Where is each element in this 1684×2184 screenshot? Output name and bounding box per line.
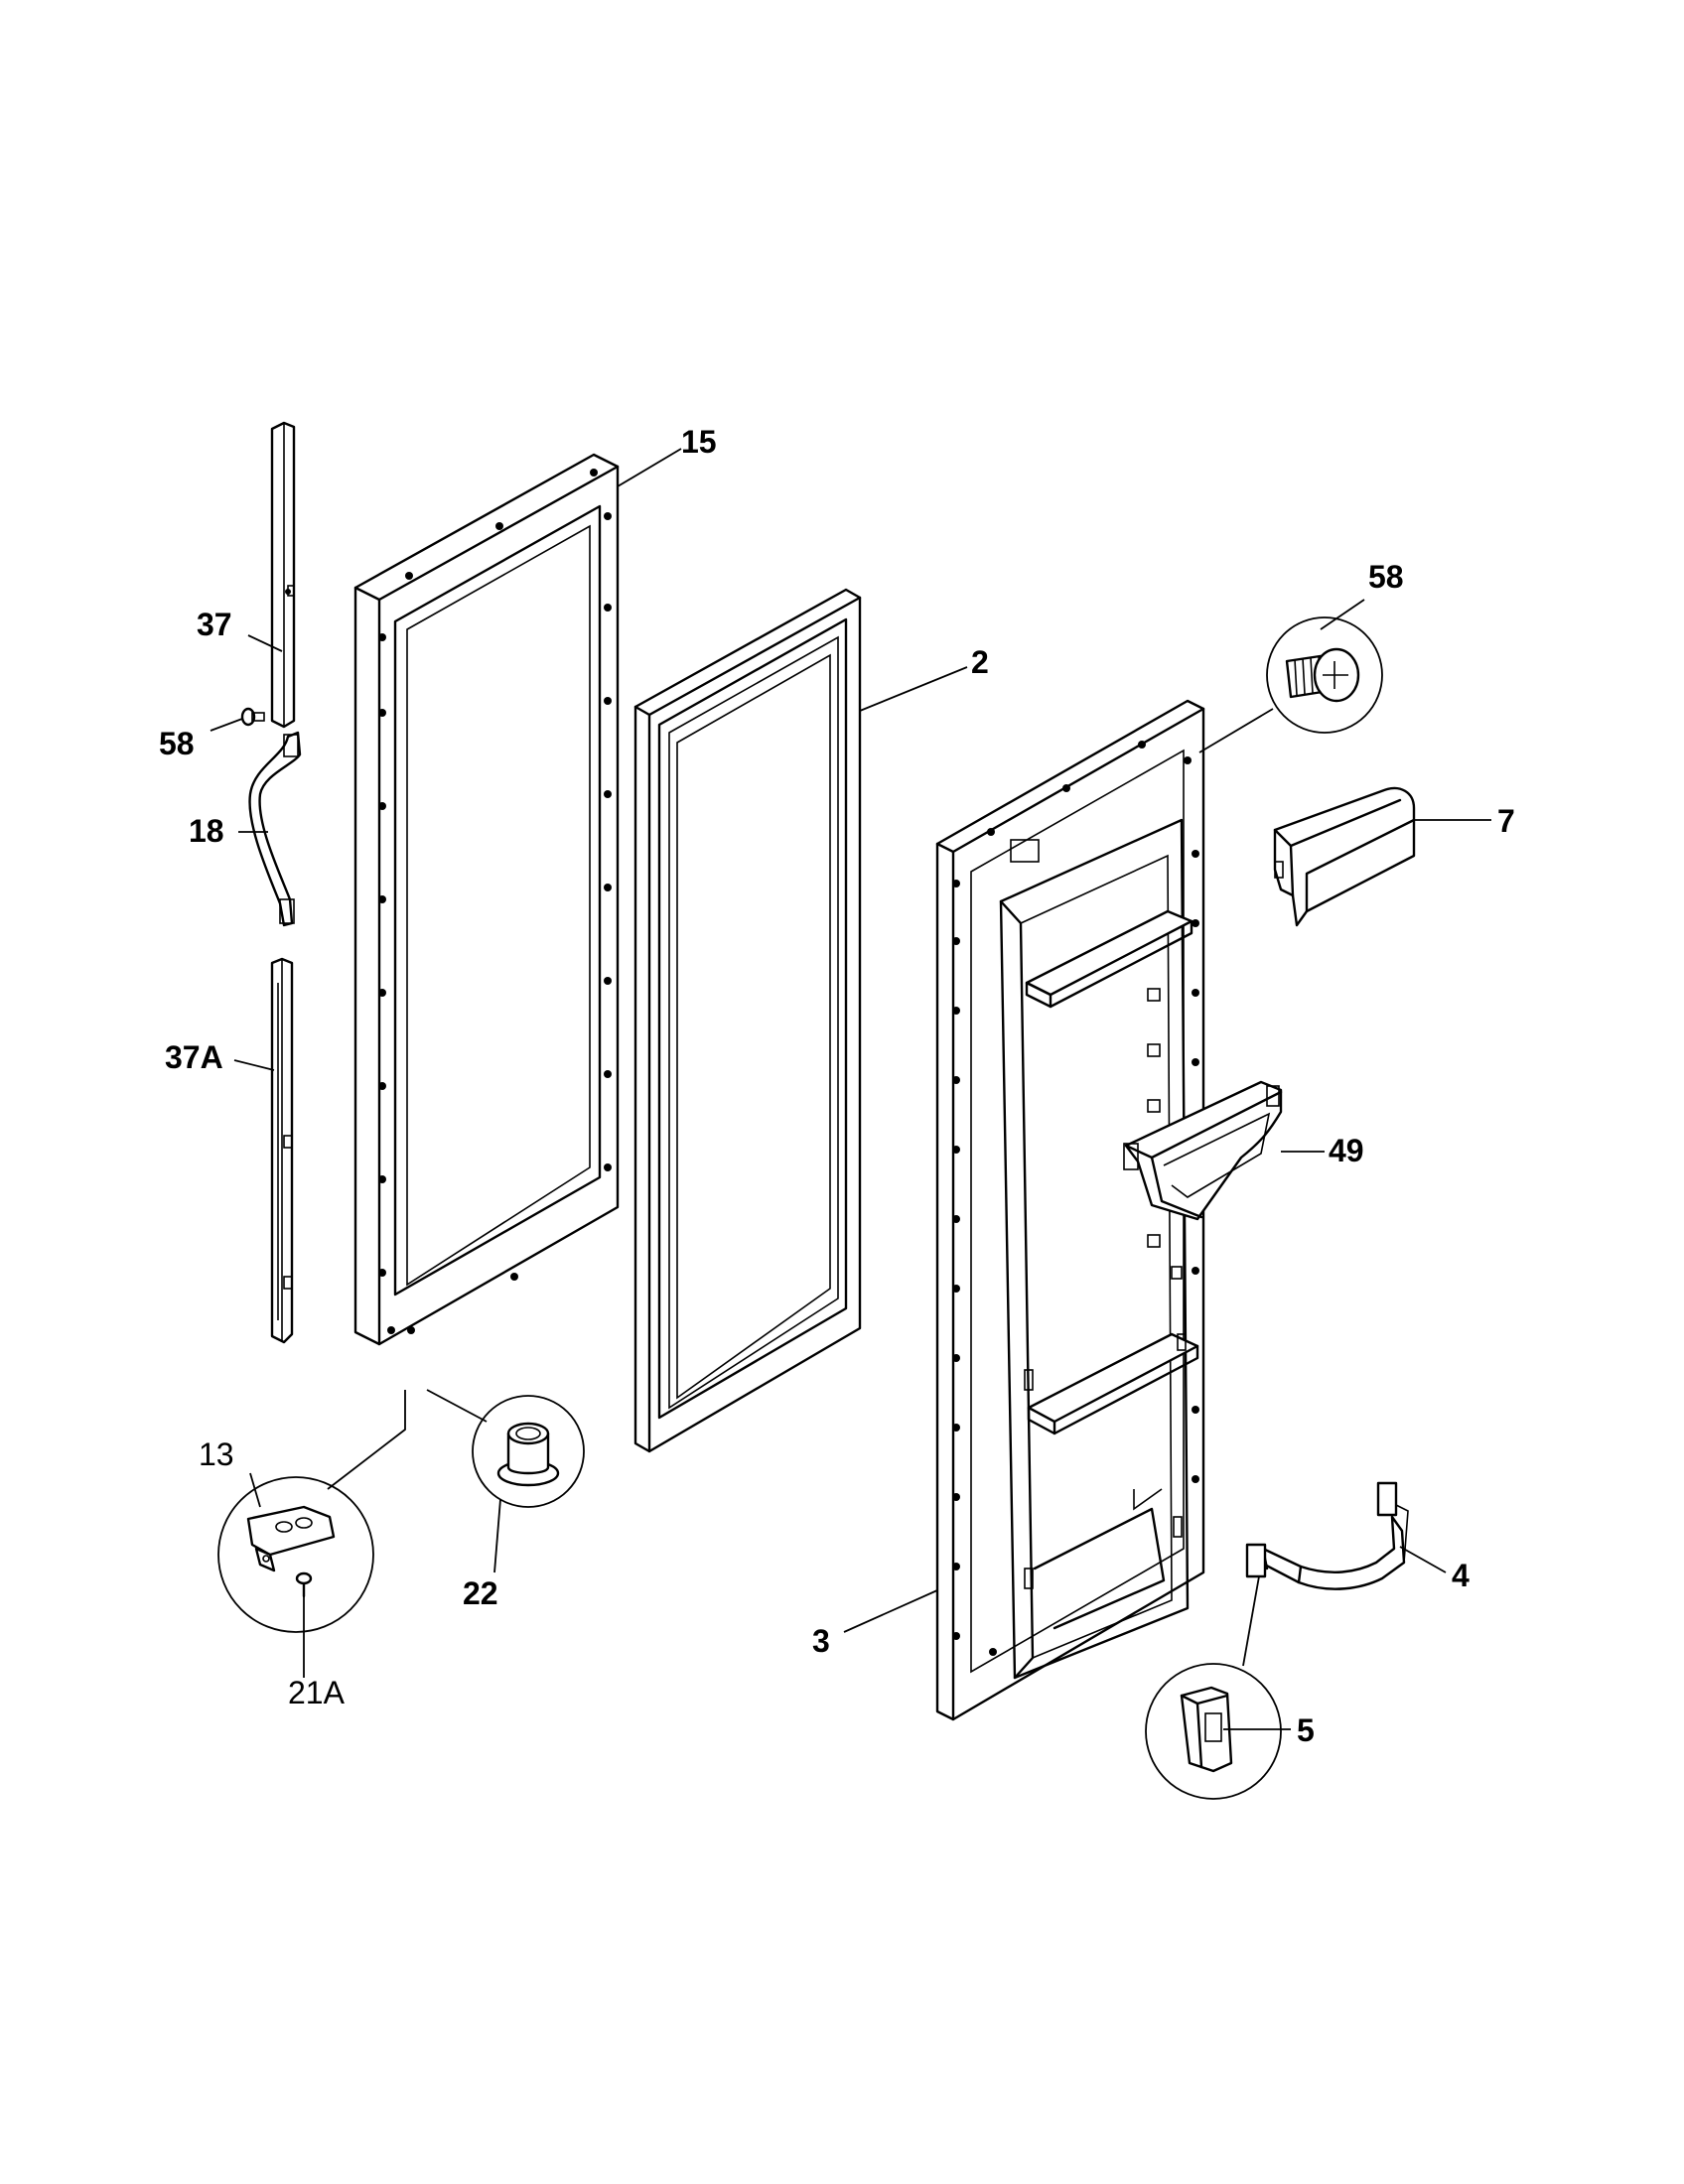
detail-clip-part-5	[1145, 1663, 1282, 1800]
detail-bracket-part-13	[217, 1476, 374, 1633]
callout-37A: 37A	[165, 1039, 223, 1075]
callout-22: 22	[463, 1575, 498, 1611]
callout-4: 4	[1452, 1558, 1470, 1593]
callout-labels: 15 2 58 37 58 18 7 37A 49 13 22 21A 3 4 …	[159, 424, 1515, 1748]
detail-screw-part-58	[1266, 616, 1383, 734]
dairy-door-part-7	[1273, 786, 1416, 927]
callout-15: 15	[681, 424, 717, 460]
door-frame-part-15	[353, 453, 620, 1346]
callout-18: 18	[189, 813, 224, 849]
leader-lines	[210, 448, 1491, 1730]
callout-7: 7	[1497, 803, 1515, 839]
callout-37: 37	[197, 607, 232, 642]
callout-13: 13	[199, 1436, 234, 1472]
callout-21A: 21A	[288, 1675, 346, 1710]
detail-part-22	[472, 1395, 585, 1508]
door-liner-part-3	[935, 699, 1205, 1721]
door-handle-part-18	[248, 731, 302, 927]
bin-rail-part-4	[1245, 1481, 1409, 1590]
callout-2: 2	[971, 644, 989, 680]
hinge-strip-part-37A	[270, 957, 294, 1344]
door-bin-part-49	[1123, 1080, 1283, 1221]
callout-5: 5	[1297, 1712, 1315, 1748]
screw-part-58-left	[240, 707, 265, 727]
callout-58-top: 58	[1368, 559, 1404, 595]
door-gasket-part-2	[633, 588, 862, 1453]
callout-49: 49	[1329, 1133, 1364, 1168]
hinge-strip-part-37	[270, 421, 296, 729]
callout-3: 3	[812, 1623, 830, 1659]
callout-58-left: 58	[159, 726, 195, 761]
